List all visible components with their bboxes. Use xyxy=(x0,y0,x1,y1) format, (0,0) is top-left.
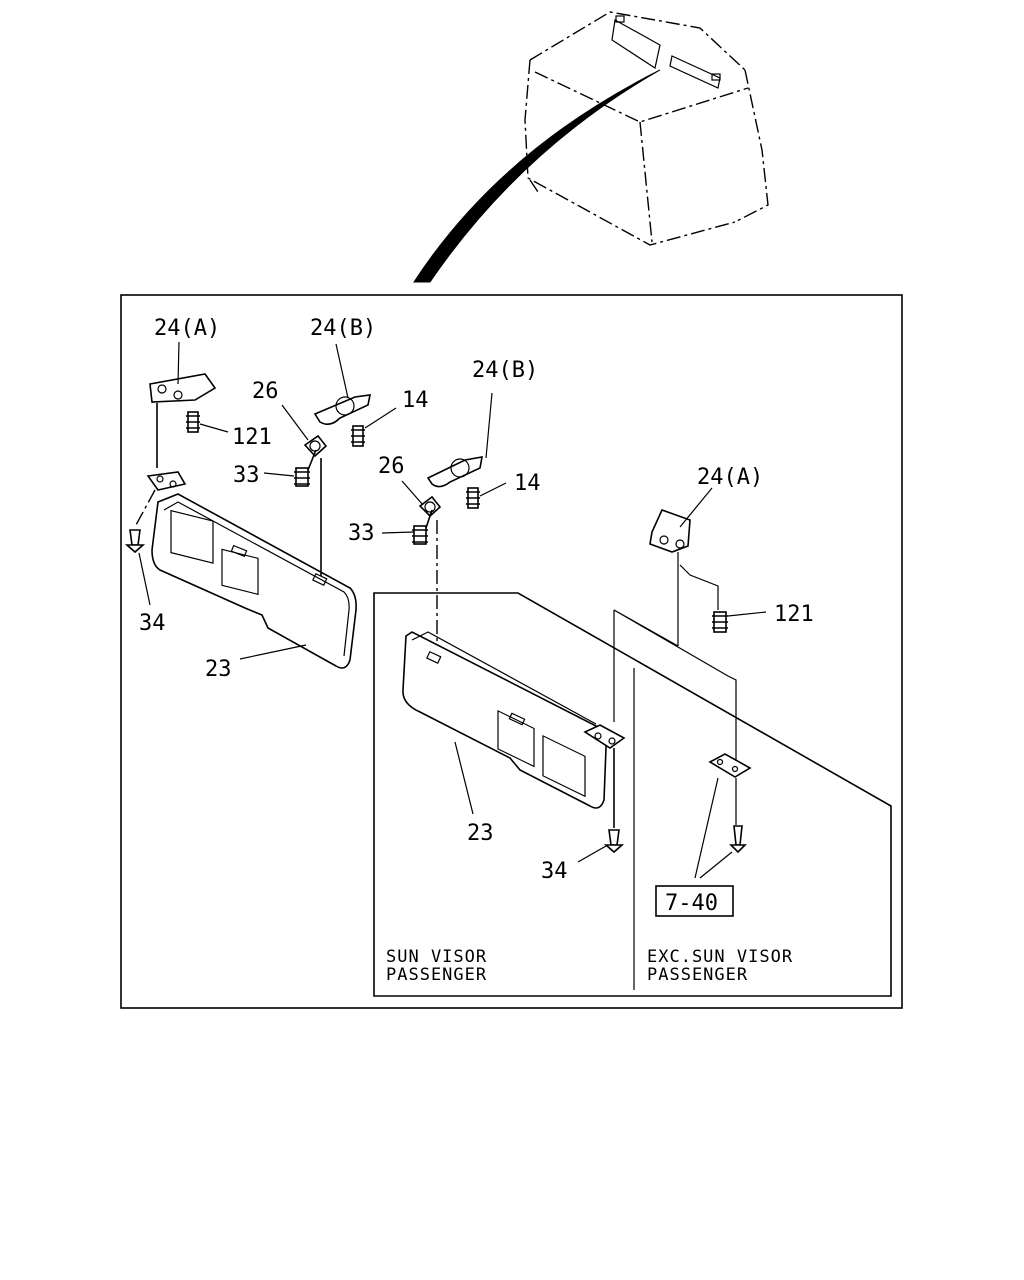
label-24b-right: 24(B) xyxy=(472,358,538,383)
sun-visor-passenger xyxy=(402,631,607,809)
label-33-left: 33 xyxy=(233,463,260,488)
captions: SUN VISOR PASSENGER EXC.SUN VISOR PASSEN… xyxy=(386,947,793,985)
label-33-right: 33 xyxy=(348,521,375,546)
leader-lines xyxy=(138,341,767,879)
part-labels: 24(A) 24(B) 24(B) 24(A) 26 26 14 14 121 … xyxy=(139,316,814,916)
bracket-24b-right xyxy=(426,456,483,488)
passenger-inset-frame xyxy=(373,592,892,997)
clip-26-right xyxy=(418,495,442,518)
reference-label: 7-40 xyxy=(665,891,718,916)
screw-121-left xyxy=(186,411,200,433)
sun-visor-driver xyxy=(151,493,357,669)
screw-exc xyxy=(729,825,747,854)
caption-sun-visor-line1: SUN VISOR xyxy=(386,947,487,967)
bracket-24a-right xyxy=(649,508,691,553)
vehicle-cab-overview xyxy=(413,11,769,283)
label-34-right: 34 xyxy=(541,859,568,884)
label-24a-left: 24(A) xyxy=(154,316,220,341)
label-23-left: 23 xyxy=(205,657,232,682)
caption-exc-sun-visor-line2: PASSENGER xyxy=(647,965,748,985)
label-24b-left: 24(B) xyxy=(310,316,376,341)
screw-14-right xyxy=(466,487,480,509)
visor-mount-plate-right xyxy=(583,724,626,749)
blank-plate xyxy=(708,753,752,778)
caption-sun-visor-line2: PASSENGER xyxy=(386,965,487,985)
screw-34-right xyxy=(603,748,625,854)
label-24a-right: 24(A) xyxy=(697,465,763,490)
label-14-right: 14 xyxy=(514,471,541,496)
main-frame xyxy=(120,294,903,1009)
bracket-24a-left xyxy=(149,373,217,468)
label-14-left: 14 xyxy=(402,388,429,413)
reference-box xyxy=(655,885,734,917)
visor-mount-plate-left xyxy=(146,471,187,491)
screw-121-right xyxy=(712,611,728,633)
screw-34-left xyxy=(124,489,156,554)
caption-exc-sun-visor-line1: EXC.SUN VISOR xyxy=(647,947,793,967)
label-121-right: 121 xyxy=(774,602,814,627)
screw-33-right xyxy=(412,509,433,545)
bracket-24b-left xyxy=(313,394,372,426)
label-34-left: 34 xyxy=(139,611,166,636)
label-23-right: 23 xyxy=(467,821,494,846)
screw-33-left xyxy=(294,449,317,487)
label-26-left: 26 xyxy=(252,379,279,404)
screw-14-left xyxy=(351,425,365,447)
label-26-right: 26 xyxy=(378,454,405,479)
label-121-left: 121 xyxy=(232,425,272,450)
